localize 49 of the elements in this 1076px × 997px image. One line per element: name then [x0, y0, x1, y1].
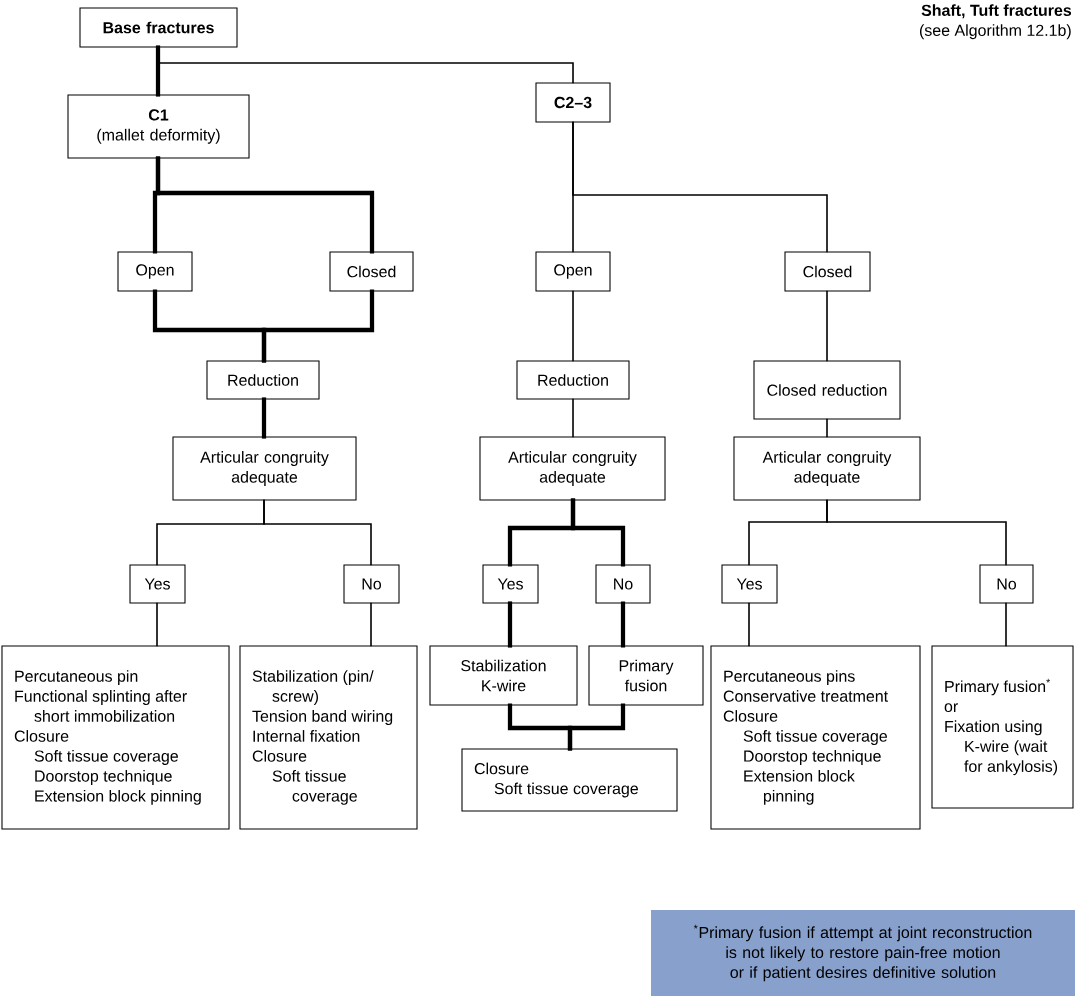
connector-line: [261, 397, 267, 439]
connector-line: [155, 156, 375, 254]
process-box: Stabilization K-wire: [429, 645, 578, 706]
process-box: Closure Soft tissue coverage: [461, 748, 678, 812]
process-box: Reduction: [206, 360, 320, 400]
connector-line: [507, 601, 513, 648]
process-box: Primary fusion: [588, 645, 704, 706]
option-box: Closed: [784, 251, 871, 292]
connector-line: [570, 498, 626, 567]
connector-line: [572, 290, 574, 362]
connector-line: [157, 46, 574, 84]
option-box: Open: [535, 251, 611, 292]
process-box: Stabilization (pin/ screw) Tension band wiring Internal fixation Closure Soft tissue coverage: [239, 645, 418, 830]
connector-line: [572, 398, 574, 438]
process-box: Reduction: [516, 360, 630, 400]
option-box: No: [343, 564, 400, 604]
reference-note: Shaft, Tuft fractures: [921, 4, 1072, 19]
process-box: Primary fusion$^{*}$ or Fixation using K-wire (wait for ankylosis): [931, 645, 1074, 809]
footnote-box: $^{*}$Primary fusion if attempt at joint reconstruction is not likely to restore pain-free motion or if patient desires definitive solution: [651, 910, 1075, 996]
option-box: Yes: [129, 564, 186, 604]
option-box: No: [595, 564, 651, 604]
connector-line: [748, 602, 750, 647]
option-box: Closed: [329, 251, 414, 292]
option-box: Yes: [482, 564, 539, 604]
connector-line: [155, 45, 161, 97]
option-box: Yes: [721, 564, 778, 604]
process-box: Base fractures: [79, 7, 238, 48]
connector-line: [156, 602, 158, 647]
connector-line: [572, 121, 828, 253]
option-box: No: [979, 564, 1034, 604]
connector-line: [370, 602, 372, 647]
reference-note: (see Algorithm 12.1b): [920, 24, 1071, 40]
connector-line: [261, 289, 375, 363]
connector-line: [620, 601, 626, 648]
option-box: Open: [117, 251, 193, 292]
process-box: Percutaneous pin Functional splinting after short immobilization Closure Soft tissue coverage Doorstop technique Extension block pinning: [1, 645, 230, 830]
connector-line: [826, 499, 1007, 566]
connector-line: [1005, 602, 1007, 647]
process-box: Articular congruity adequate: [733, 436, 921, 501]
connector-line: [826, 290, 828, 362]
connector-line: [567, 703, 626, 751]
connector-line: [263, 499, 372, 566]
process-box: C2–3: [535, 82, 611, 123]
process-box: Articular congruity adequate: [479, 436, 666, 501]
process-box: Closed reduction: [753, 360, 901, 420]
process-box: Articular congruity adequate: [172, 436, 357, 501]
process-box: Percutaneous pins Conservative treatment Closure Soft tissue coverage Doorstop technique Extension block pinning: [710, 645, 921, 830]
connector-line: [826, 418, 828, 438]
process-box: C1 (mallet deformity): [67, 94, 250, 159]
